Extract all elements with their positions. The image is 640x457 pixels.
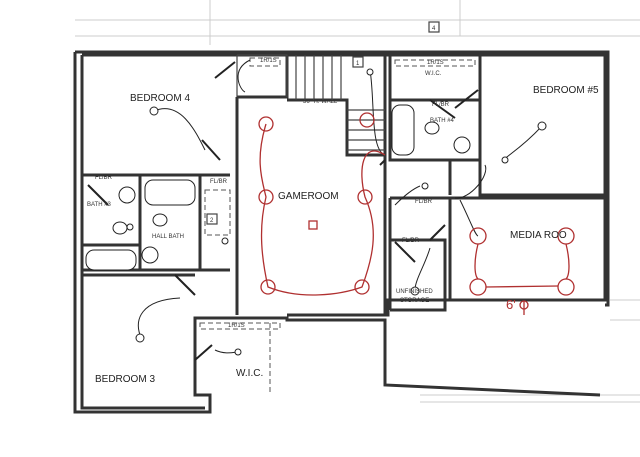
tag-box bbox=[428, 21, 440, 33]
light-fixture bbox=[410, 286, 420, 296]
floor-outlet bbox=[308, 220, 318, 230]
sink bbox=[453, 136, 471, 154]
note-rs: 1R/1S bbox=[260, 58, 277, 64]
label-wic-top: W.I.C. bbox=[425, 71, 442, 77]
note-flbr: FL/BR bbox=[415, 199, 433, 205]
sink bbox=[141, 246, 159, 264]
dimension-label: 6' bbox=[506, 297, 516, 312]
doors bbox=[87, 61, 479, 361]
tag-2: 2 bbox=[210, 218, 214, 224]
label-media-room: MEDIA ROO bbox=[510, 230, 567, 241]
adjacent-structure bbox=[75, 0, 640, 403]
label-wic-bottom: W.I.C. bbox=[236, 368, 263, 379]
sink bbox=[118, 186, 136, 204]
staircase bbox=[295, 55, 385, 151]
label-gameroom: GAMEROOM bbox=[278, 191, 339, 202]
label-bedroom-3: BEDROOM 3 bbox=[95, 374, 155, 385]
note-rs: 1R/1S bbox=[228, 323, 245, 329]
bathtub bbox=[391, 104, 415, 156]
label-bedroom-4: BEDROOM 4 bbox=[130, 93, 190, 104]
bathtub bbox=[144, 179, 196, 206]
note-flbr: FL/BR bbox=[402, 238, 420, 244]
note-flbr: FL/BR bbox=[432, 102, 450, 108]
label-bedroom-5: BEDROOM #5 bbox=[533, 85, 599, 96]
note-half-wall: 36" H. WALL bbox=[303, 99, 338, 105]
label-bath-3: BATH #3 bbox=[87, 202, 112, 208]
toilet bbox=[112, 221, 128, 235]
light-fixture bbox=[421, 182, 429, 190]
light-fixture bbox=[234, 348, 242, 356]
bathtub bbox=[85, 249, 137, 271]
light-fixture bbox=[537, 121, 547, 131]
note-rs: 1R/1S bbox=[427, 60, 444, 66]
light-fixture bbox=[126, 223, 134, 231]
light-fixture bbox=[221, 237, 229, 245]
toilet bbox=[152, 213, 168, 227]
light-fixture bbox=[149, 106, 159, 116]
recessed-lighting bbox=[258, 112, 575, 315]
tag-1: 1 bbox=[356, 61, 360, 67]
tag-box bbox=[206, 213, 218, 225]
walls bbox=[73, 50, 610, 414]
note-flbr: FL/BR bbox=[210, 179, 228, 185]
label-unfinished: UNFINISHED bbox=[396, 289, 433, 295]
light-fixture bbox=[366, 68, 374, 76]
note-flbr: FL/BR bbox=[95, 175, 113, 181]
label-bath-4: BATH #4 bbox=[430, 118, 455, 124]
tag-4: 4 bbox=[432, 26, 436, 32]
label-storage: STORAGE bbox=[400, 298, 429, 304]
tag-box bbox=[352, 56, 364, 68]
closet-shelves bbox=[199, 57, 476, 395]
bathroom-fixtures bbox=[85, 104, 471, 271]
light-fixture bbox=[135, 333, 145, 343]
label-hall-bath: HALL BATH bbox=[152, 234, 184, 240]
toilet bbox=[424, 121, 440, 135]
light-fixture bbox=[501, 156, 509, 164]
